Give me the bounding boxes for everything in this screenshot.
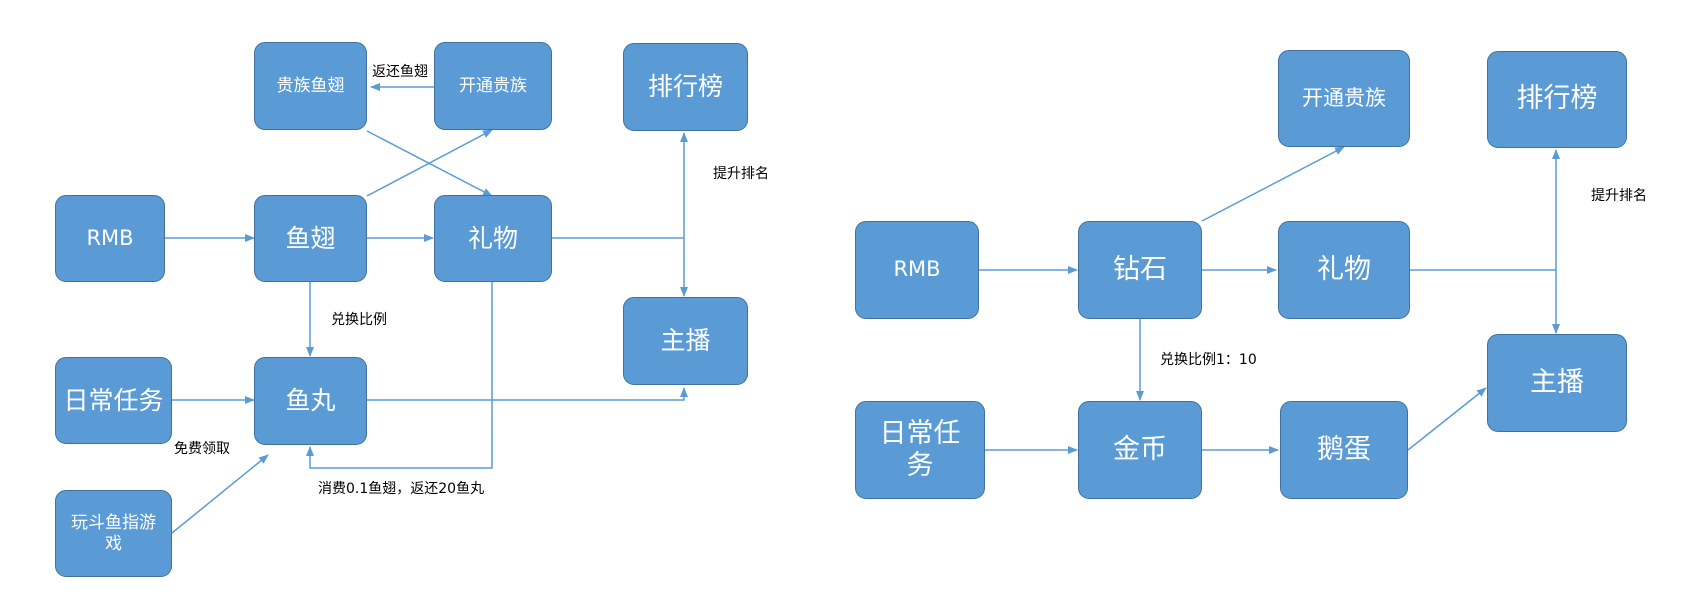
- node-guizu-yuchi: 贵族鱼翅: [254, 42, 367, 130]
- node-r-liwu: 礼物: [1278, 221, 1410, 319]
- node-wan-douyu-zhi-youxi: 玩斗鱼指游戏: [55, 490, 172, 577]
- node-r-kaitong-guizu: 开通贵族: [1278, 50, 1410, 147]
- label-mianfei-lingqu: 免费领取: [174, 441, 230, 457]
- edge-guizuyuchi-to-liwu: [366, 130, 493, 197]
- edge-r-edan-to-zhubo: [1407, 387, 1487, 451]
- node-r-richang-renwu: 日常任务: [855, 401, 985, 499]
- node-r-rmb: RMB: [855, 221, 979, 319]
- label-duihuan-bili: 兑换比例: [331, 312, 387, 328]
- edge-liwu-return-to-yuwan: [306, 282, 493, 469]
- node-zhubo: 主播: [623, 297, 748, 385]
- node-paihangbang: 排行榜: [623, 43, 748, 131]
- node-rmb: RMB: [55, 195, 165, 282]
- edge-youxi-to-yuwan: [171, 454, 269, 534]
- node-richang-renwu: 日常任务: [55, 357, 172, 444]
- node-r-jinbi: 金币: [1078, 401, 1202, 499]
- node-r-zuanshi: 钻石: [1078, 221, 1202, 319]
- node-r-paihangbang: 排行榜: [1487, 51, 1627, 148]
- edge-r-zuanshi-to-kaitong: [1201, 146, 1345, 222]
- label-tisheng-paiming: 提升排名: [713, 166, 769, 182]
- label-xiaofei-fanhuan: 消费0.1鱼翅，返还20鱼丸: [318, 481, 485, 497]
- node-yuwan: 鱼丸: [254, 357, 367, 445]
- node-r-edan: 鹅蛋: [1280, 401, 1408, 499]
- node-kaitong-guizu: 开通贵族: [434, 42, 552, 130]
- edge-yuwan-to-zhubo: [367, 387, 688, 401]
- label-r-tisheng-paiming: 提升排名: [1591, 188, 1647, 204]
- label-r-duihuan-bili: 兑换比例1：10: [1160, 352, 1257, 368]
- node-liwu: 礼物: [434, 195, 552, 282]
- label-fanhuan-yuchi: 返还鱼翅: [372, 64, 428, 80]
- node-r-zhubo: 主播: [1487, 334, 1627, 432]
- node-yuchi: 鱼翅: [254, 195, 367, 282]
